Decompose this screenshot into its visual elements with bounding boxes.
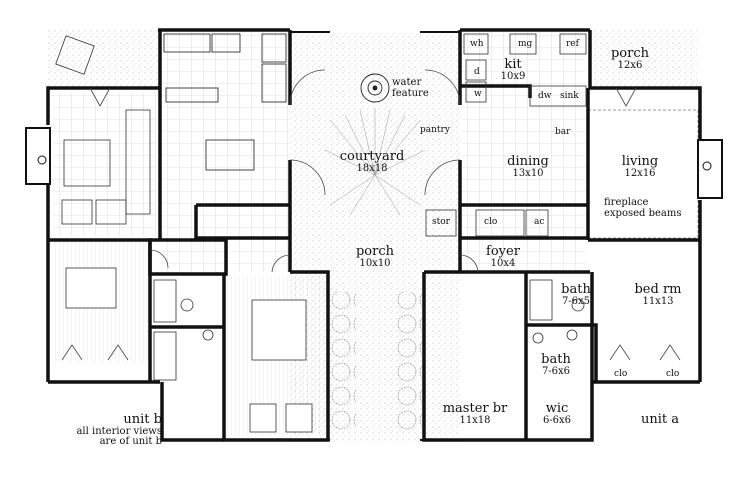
porch-left-paving <box>48 30 160 88</box>
fireplace-label: fireplace exposed beams <box>604 197 682 219</box>
room-name: courtyard <box>339 149 405 164</box>
room-name: dining <box>507 154 549 169</box>
room-name: porch <box>610 46 650 61</box>
unit-a-walls <box>422 28 702 442</box>
exposed-beams-text: exposed beams <box>604 207 682 219</box>
room-master-br: master br 11x18 <box>430 399 520 426</box>
room-wic: wic 6-6x6 <box>534 399 580 426</box>
room-name: bath <box>541 352 571 367</box>
unit-b-note-1: all interior views <box>76 425 162 437</box>
unit-a-text: unit a <box>640 412 679 427</box>
label-clo-a: clo <box>614 369 627 379</box>
water-feature-label: water feature <box>392 77 429 99</box>
unit-b-living-tile <box>52 92 156 237</box>
label-dw: dw <box>538 91 552 101</box>
label-wh: wh <box>470 39 484 49</box>
label-mg: mg <box>518 39 533 49</box>
room-kit: kit 10x9 <box>488 55 538 82</box>
unit-a-kitchen-boxes <box>425 33 587 237</box>
label-sink: sink <box>560 91 579 101</box>
room-dim: 10x9 <box>500 70 526 82</box>
room-name: wic <box>545 401 569 416</box>
fireplace-text: fireplace <box>604 197 649 208</box>
label-bar: bar <box>555 127 571 137</box>
room-name: foyer <box>486 244 520 259</box>
room-dim: 13x10 <box>512 167 544 179</box>
room-dining: dining 13x10 <box>498 152 558 179</box>
unit-b-label: unit b all interior views are of unit b <box>52 410 162 448</box>
room-bed-rm: bed rm 11x13 <box>628 280 688 307</box>
room-bath-lower: bath 7-6x6 <box>533 350 579 377</box>
label-ref: ref <box>566 39 580 49</box>
unit-b-fireplace <box>25 127 51 185</box>
room-dim: 7-6x5 <box>561 295 591 307</box>
label-d: d <box>474 67 480 77</box>
room-name: living <box>621 154 659 169</box>
room-dim: 7-6x6 <box>541 365 571 377</box>
beds <box>65 267 313 433</box>
room-name: master br <box>442 401 508 416</box>
water-feature-line-1: water <box>392 77 422 88</box>
room-porch-center: porch 10x10 <box>345 242 405 269</box>
room-dim: 12x6 <box>617 59 643 71</box>
fixture-labels: wh mg ref d w dw sink pantry bar stor cl… <box>420 39 679 379</box>
room-bath-upper: bath 7-6x5 <box>553 280 599 307</box>
shrub-bed-right <box>396 292 422 432</box>
room-living: living 12x16 <box>610 152 670 179</box>
room-name: bed rm <box>634 282 682 297</box>
unit-b-living-furniture <box>55 35 151 225</box>
unit-b-kitchen-fixtures <box>163 33 287 171</box>
water-feature <box>360 73 390 103</box>
room-dim: 12x16 <box>624 167 656 179</box>
label-clo: clo <box>484 217 497 227</box>
label-pantry: pantry <box>420 125 451 135</box>
label-clo-b: clo <box>666 369 679 379</box>
room-porch-right: porch 12x6 <box>600 44 660 71</box>
unit-a-fireplace-hearth <box>702 161 712 171</box>
bath-fixtures <box>153 279 585 381</box>
label-w: w <box>474 89 482 99</box>
unit-a-label: unit a <box>620 410 700 427</box>
door-swings <box>61 69 681 361</box>
room-dim: 11x13 <box>642 295 674 307</box>
room-dim: 11x18 <box>459 414 491 426</box>
room-name: bath <box>561 282 591 297</box>
room-name: porch <box>355 244 395 259</box>
room-name: kit <box>504 57 522 72</box>
room-dim: 18x18 <box>356 162 388 174</box>
unit-b-tile <box>160 32 290 272</box>
label-stor: stor <box>432 217 451 227</box>
unit-b-text: unit b <box>123 412 162 427</box>
porch-right-paving <box>592 30 697 88</box>
room-dim: 10x4 <box>490 257 516 269</box>
unit-b-note-2: are of unit b <box>99 436 162 448</box>
courtyard-walls <box>290 31 460 441</box>
unit-b-walls <box>46 28 330 442</box>
room-courtyard: courtyard 18x18 <box>332 147 412 174</box>
room-foyer: foyer 10x4 <box>478 242 528 269</box>
label-ac: ac <box>534 217 544 227</box>
courtyard-sunburst <box>324 108 426 216</box>
shrub-bed-left <box>330 292 356 432</box>
water-feature-line-2: feature <box>392 87 429 99</box>
room-dim: 6-6x6 <box>542 414 572 426</box>
unit-b-fireplace-hearth <box>37 155 47 165</box>
room-dim: 10x10 <box>359 257 391 269</box>
